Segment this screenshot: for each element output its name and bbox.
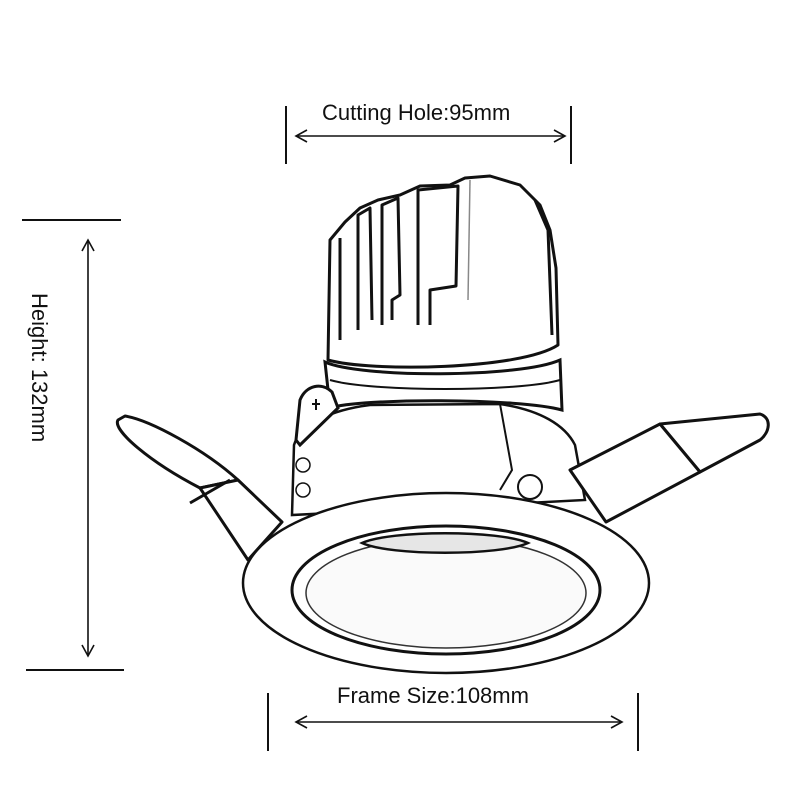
spring-clip-left bbox=[115, 414, 284, 562]
frame-size-label: Frame Size:108mm bbox=[337, 683, 529, 708]
housing-body bbox=[290, 402, 587, 517]
reflector-cup bbox=[359, 532, 531, 554]
trim-ring bbox=[241, 491, 651, 675]
adjust-screw bbox=[294, 384, 543, 500]
heatsink-collar bbox=[323, 357, 564, 413]
height-dimension bbox=[22, 219, 124, 671]
frame-size-dimension bbox=[267, 693, 639, 751]
cutting-hole-label: Cutting Hole:95mm bbox=[322, 100, 511, 125]
heatsink bbox=[326, 174, 560, 369]
spring-clip-right bbox=[568, 412, 770, 524]
cutting-hole-dimension bbox=[285, 106, 572, 164]
height-label: Height: 132mm bbox=[27, 293, 52, 443]
